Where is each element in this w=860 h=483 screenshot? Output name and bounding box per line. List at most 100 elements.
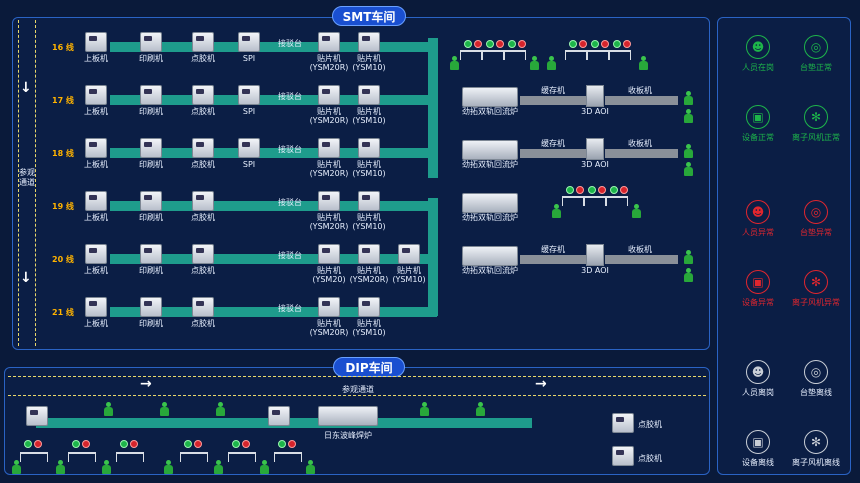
- reflow-oven-icon[interactable]: [462, 246, 518, 266]
- machine-icon[interactable]: [85, 138, 107, 158]
- machine-icon[interactable]: [140, 297, 162, 317]
- placement-machine-icon[interactable]: [358, 32, 380, 52]
- status-ok-dot: [588, 186, 596, 194]
- person-body: [420, 407, 429, 416]
- person-body: [530, 61, 539, 70]
- machine-icon[interactable]: [192, 138, 214, 158]
- placement-machine-icon[interactable]: [358, 138, 380, 158]
- down-arrow-icon: ↓: [20, 270, 32, 286]
- legend-label: 台垫正常: [800, 63, 832, 72]
- person-head: [104, 460, 109, 465]
- placement-machine-icon[interactable]: [358, 85, 380, 105]
- placement-machine-icon[interactable]: [318, 191, 340, 211]
- placement-model: (YSM20R): [309, 169, 349, 178]
- placement-machine-icon[interactable]: [318, 32, 340, 52]
- machine-icon[interactable]: [192, 32, 214, 52]
- person-body: [306, 465, 315, 474]
- workbench: [565, 50, 587, 60]
- placement-machine-icon[interactable]: [358, 244, 380, 264]
- person-head: [549, 56, 554, 61]
- merge-rail: [428, 38, 438, 178]
- machine-icon[interactable]: [85, 85, 107, 105]
- person-body: [632, 209, 641, 218]
- machine-icon[interactable]: [192, 244, 214, 264]
- dip-machine-icon[interactable]: [268, 406, 290, 426]
- person-head: [532, 56, 537, 61]
- placement-machine-icon[interactable]: [318, 297, 340, 317]
- dispenser-icon[interactable]: [612, 413, 634, 433]
- machine-icon[interactable]: [140, 191, 162, 211]
- device-icon: ▣: [746, 105, 770, 129]
- person-head: [478, 402, 483, 407]
- oven-label: 劲拓双轨回流炉: [462, 107, 518, 116]
- reflow-oven-icon[interactable]: [462, 87, 518, 107]
- machine-icon[interactable]: [192, 85, 214, 105]
- machine-icon[interactable]: [85, 32, 107, 52]
- dispenser-icon[interactable]: [612, 446, 634, 466]
- status-alarm-dot: [579, 40, 587, 48]
- machine-icon[interactable]: [140, 138, 162, 158]
- aoi-machine-icon[interactable]: [586, 85, 604, 107]
- dip-machine-icon[interactable]: [26, 406, 48, 426]
- oven-label: 劲拓双轨回流炉: [462, 266, 518, 275]
- machine-icon[interactable]: [192, 191, 214, 211]
- placement-model: (YSM20): [312, 275, 346, 284]
- aoi-label: 3D AOI: [581, 160, 609, 169]
- status-ok-dot: [278, 440, 286, 448]
- legend-item: ▣设备异常: [728, 270, 788, 308]
- machine-label: 上板机: [84, 54, 108, 63]
- placement-label: 贴片机: [397, 266, 421, 275]
- operator-person-icon: [104, 402, 113, 416]
- machine-icon[interactable]: [238, 138, 260, 158]
- line-label: 17 线: [52, 96, 74, 105]
- placement-model: (YSM10): [352, 116, 386, 125]
- line-label: 19 线: [52, 202, 74, 211]
- legend-item: ☻人员异常: [728, 200, 788, 238]
- machine-icon[interactable]: [238, 32, 260, 52]
- placement-machine-icon[interactable]: [398, 244, 420, 264]
- oven-label: 劲拓双轨回流炉: [462, 213, 518, 222]
- machine-icon[interactable]: [238, 85, 260, 105]
- person-head: [14, 460, 19, 465]
- placement-label: 贴片机: [317, 213, 341, 222]
- wave-solder-icon[interactable]: [318, 406, 378, 426]
- machine-icon[interactable]: [140, 244, 162, 264]
- placement-machine-icon[interactable]: [318, 244, 340, 264]
- placement-machine-icon[interactable]: [358, 191, 380, 211]
- placement-model: (YSM10): [352, 169, 386, 178]
- wave-solder-label: 日东波峰焊炉: [324, 431, 372, 440]
- mat-icon: ◎: [804, 360, 828, 384]
- person-body: [216, 407, 225, 416]
- machine-icon[interactable]: [85, 191, 107, 211]
- machine-label: 上板机: [84, 107, 108, 116]
- status-alarm-dot: [620, 186, 628, 194]
- legend-item: ▣设备离线: [728, 430, 788, 468]
- placement-machine-icon[interactable]: [318, 138, 340, 158]
- legend-item: ☻人员在岗: [728, 35, 788, 73]
- placement-machine-icon[interactable]: [318, 85, 340, 105]
- device-icon: ▣: [746, 430, 770, 454]
- reflow-oven-icon[interactable]: [462, 193, 518, 213]
- placement-machine-icon[interactable]: [358, 297, 380, 317]
- person-head: [686, 109, 691, 114]
- reflow-oven-icon[interactable]: [462, 140, 518, 160]
- machine-icon[interactable]: [85, 297, 107, 317]
- machine-icon[interactable]: [140, 32, 162, 52]
- aoi-machine-icon[interactable]: [586, 244, 604, 266]
- machine-label: 印刷机: [139, 54, 163, 63]
- machine-label: 印刷机: [139, 107, 163, 116]
- conveyor-rail: [110, 254, 428, 264]
- legend-item: ▣设备正常: [728, 105, 788, 143]
- status-alarm-dot: [601, 40, 609, 48]
- machine-icon[interactable]: [85, 244, 107, 264]
- person-body: [684, 149, 693, 158]
- status-alarm-dot: [82, 440, 90, 448]
- workbench: [562, 196, 584, 206]
- placement-model: (YSM20R): [309, 63, 349, 72]
- workbench: [587, 50, 609, 60]
- operator-person-icon: [476, 402, 485, 416]
- aoi-machine-icon[interactable]: [586, 138, 604, 160]
- machine-icon[interactable]: [140, 85, 162, 105]
- placement-label: 贴片机: [357, 213, 381, 222]
- machine-icon[interactable]: [192, 297, 214, 317]
